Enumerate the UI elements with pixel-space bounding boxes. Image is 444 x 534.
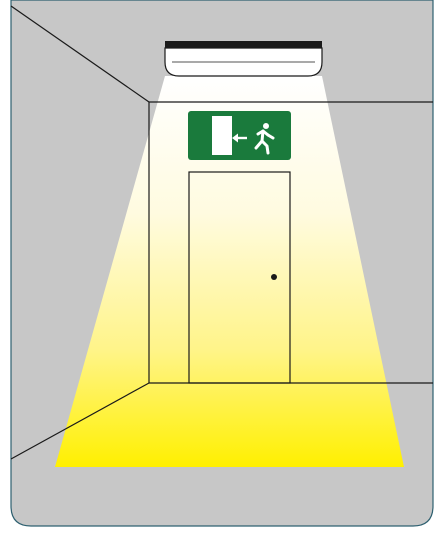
door-knob [271,274,277,280]
sign-doorway [212,116,232,155]
emergency-exit-sign-icon [188,111,291,160]
ceiling-light-fixture-icon [165,41,322,76]
